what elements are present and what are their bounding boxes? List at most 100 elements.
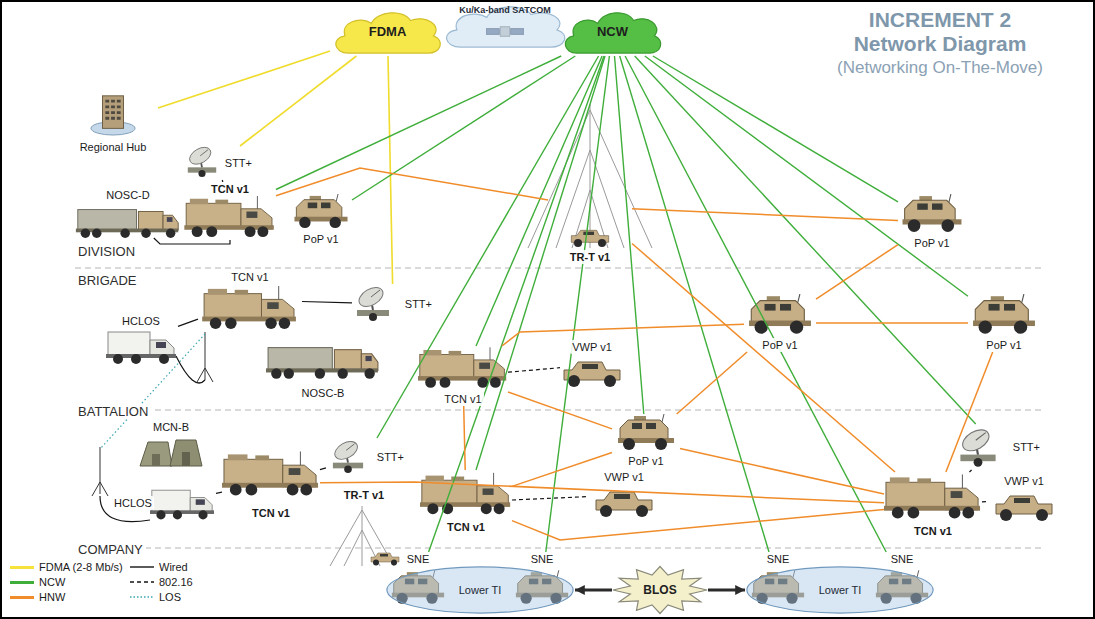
vehicle-node: PoP v1 xyxy=(290,194,352,246)
hub-icon xyxy=(91,96,135,135)
connector xyxy=(320,482,884,503)
legend-line xyxy=(130,581,154,582)
node-label: HCLOS xyxy=(112,496,154,510)
arrow-head xyxy=(575,585,585,595)
node-label: Ku/Ka-band SATCOM xyxy=(459,5,550,16)
node-label: BLOS xyxy=(643,583,676,597)
legend-line-sample xyxy=(130,564,154,570)
truck-icon xyxy=(184,196,273,237)
echelon-label: DIVISION xyxy=(75,244,138,259)
connector xyxy=(816,245,898,300)
label-holder: COMPANY xyxy=(75,540,146,558)
cloud-g-outline xyxy=(565,13,660,53)
drawing-line xyxy=(100,447,101,494)
drawing-line xyxy=(330,510,362,566)
ellipse-outline xyxy=(387,567,573,613)
node-label: Lower TI xyxy=(819,583,862,597)
legend-text: 802.16 xyxy=(159,575,193,589)
vehicle-node: STT+ xyxy=(952,424,1042,470)
node-label: STT+ xyxy=(223,156,254,170)
legend-text: LOS xyxy=(159,590,181,604)
ellipse-outline xyxy=(747,567,933,613)
node-label: Regional Hub xyxy=(78,140,149,154)
echelon-label: COMPANY xyxy=(75,542,146,557)
vehicle-node: NOSC-D xyxy=(72,188,184,238)
vehicle-node: MCN-B xyxy=(134,420,208,470)
drawing-line xyxy=(590,104,591,248)
burst-outline xyxy=(613,566,707,613)
legend-line-sample xyxy=(130,594,154,600)
vehicle-node: SNE xyxy=(871,552,933,612)
vehicle-node: PoP v1 xyxy=(968,294,1040,352)
connector xyxy=(615,56,644,414)
connector xyxy=(276,168,548,200)
connector xyxy=(154,238,230,244)
echelon-label: BATTALION xyxy=(75,404,151,419)
satcom-terminal-icon xyxy=(959,426,996,467)
mrap-icon xyxy=(294,194,347,228)
radio-tower xyxy=(528,104,652,248)
node-label: TCN v1 xyxy=(442,392,483,406)
tactical-internet-ellipse: Lower TISNESNE xyxy=(385,566,575,614)
connector xyxy=(464,406,466,470)
connector xyxy=(377,56,599,438)
connector xyxy=(982,501,988,503)
vehicle-node: TCN v1 xyxy=(884,472,982,538)
drawing-line xyxy=(205,368,213,382)
vehicle-node: STT+ xyxy=(352,284,434,324)
humvee-icon xyxy=(996,496,1052,521)
diagram-subtitle: (Networking On-The-Move) xyxy=(837,58,1043,77)
tactical-internet-ellipse: Lower TISNESNE xyxy=(745,566,935,614)
node-label: PoP v1 xyxy=(626,454,665,468)
label-holder: BRIGADE xyxy=(75,271,140,289)
connector xyxy=(635,56,976,424)
node-label: SNE xyxy=(889,552,916,566)
connector xyxy=(969,470,971,472)
legend-line xyxy=(130,596,154,597)
connector xyxy=(680,449,884,495)
truck-icon xyxy=(202,286,296,329)
connector xyxy=(653,56,898,202)
legend-text: FDMA (2-8 Mb/s) xyxy=(39,560,123,574)
vehicle-node: Regional Hub xyxy=(68,92,158,154)
vehicle-node: TCN v1 xyxy=(420,470,512,534)
drawing-line xyxy=(344,530,362,566)
network-cloud: NCW xyxy=(560,8,665,56)
node-label: NOSC-B xyxy=(300,386,347,400)
vehicle-node: PoP v1 xyxy=(612,414,680,468)
diagram-title: INCREMENT 2 Network Diagram xyxy=(835,8,1045,56)
mrap-icon xyxy=(749,294,811,334)
connector xyxy=(276,56,561,190)
connector xyxy=(502,324,744,346)
connector xyxy=(508,368,560,373)
node-label: PoP v1 xyxy=(912,236,951,250)
node-label: SNE xyxy=(405,552,432,566)
connector xyxy=(645,56,968,296)
vehicle-node: TCN v1 xyxy=(184,182,276,240)
connector xyxy=(625,56,886,552)
mrap-icon xyxy=(903,194,962,232)
echelon-divider xyxy=(75,268,1045,548)
truck-icon xyxy=(222,451,318,495)
wired-link xyxy=(176,356,205,383)
vehicle-node: PoP v1 xyxy=(744,294,816,352)
node-label: PoP v1 xyxy=(760,338,799,352)
humvee-icon xyxy=(571,230,608,247)
connector xyxy=(158,51,330,108)
title-holder: INCREMENT 2 Network Diagram xyxy=(835,8,1045,56)
humvee-icon xyxy=(564,362,620,387)
hclos-icon xyxy=(150,490,214,519)
vehicle-node: PoP v1 xyxy=(898,194,966,250)
node-label: TR-T v1 xyxy=(568,250,612,264)
mrap-icon xyxy=(973,294,1035,334)
node-label: TCN v1 xyxy=(209,182,251,196)
node-label: TR-T v1 xyxy=(342,488,386,502)
legend-swatch xyxy=(10,581,34,584)
node-label: STT+ xyxy=(1011,440,1042,454)
tent-icon xyxy=(140,440,202,466)
satcom-terminal-icon xyxy=(187,144,217,177)
legend-item: NCW xyxy=(10,575,65,589)
connector xyxy=(320,468,326,470)
connector xyxy=(512,453,612,487)
